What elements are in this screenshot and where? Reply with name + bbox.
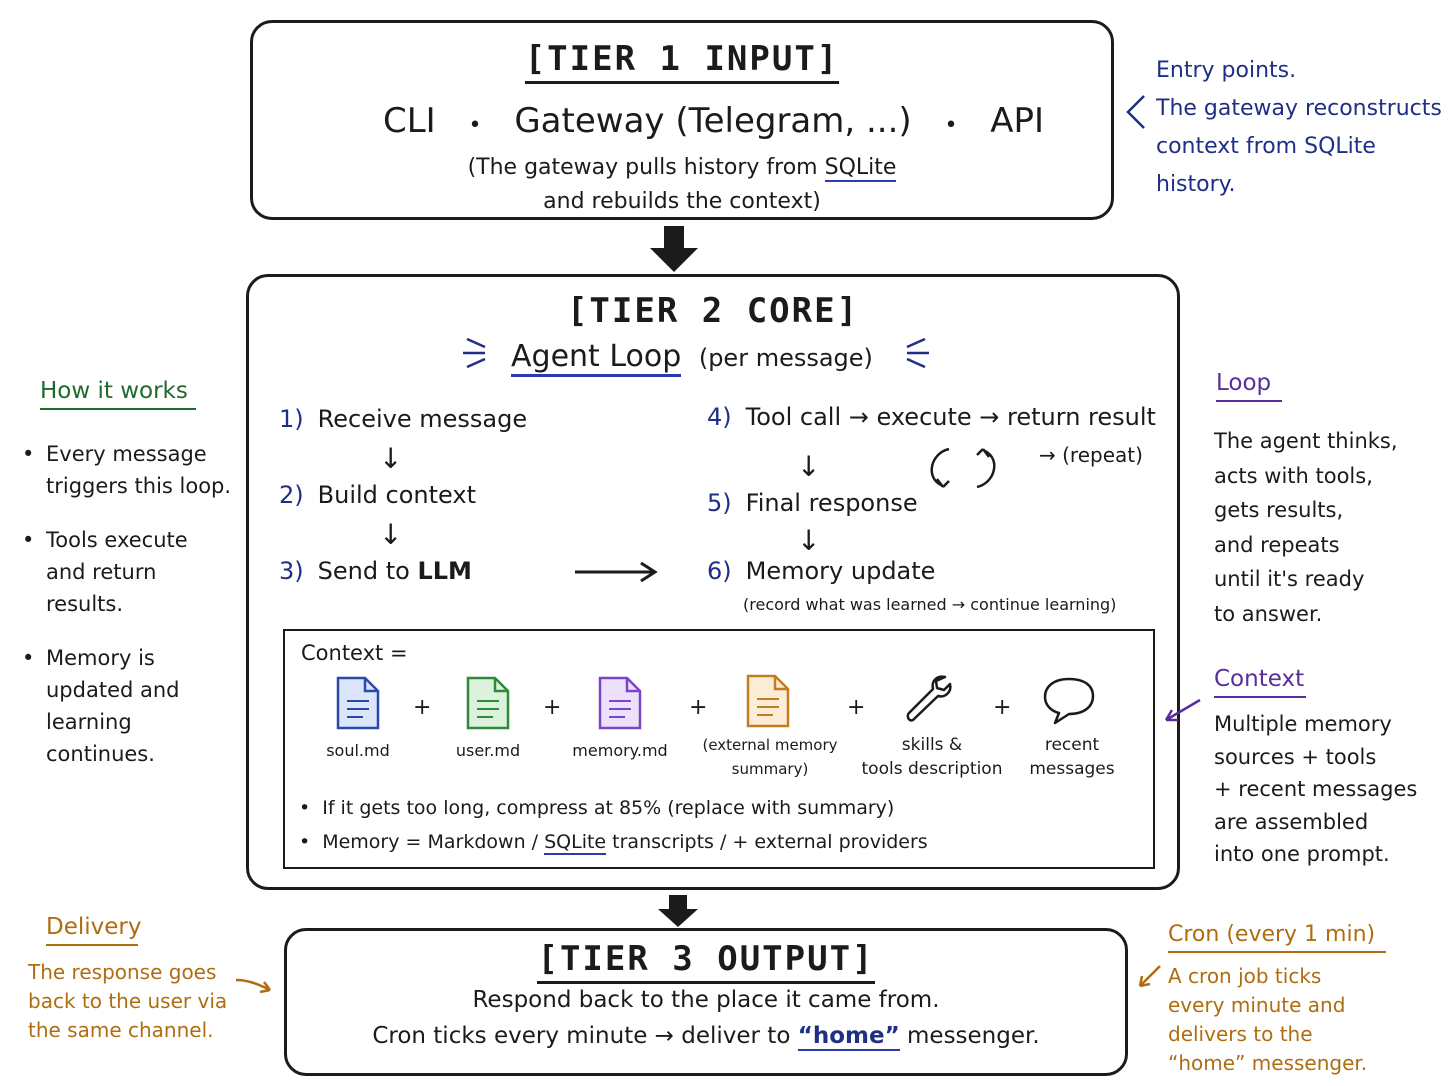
- loop-heading: Loop: [1216, 370, 1282, 402]
- context-item-soul: soul.md: [326, 741, 390, 760]
- emphasis-marks-icon: [906, 337, 929, 369]
- tier3-box: [TIER 3 OUTPUT] Respond back to the plac…: [284, 928, 1128, 1076]
- loop-note: The agent thinks, acts with tools, gets …: [1214, 429, 1398, 626]
- down-arrow-icon: ↓: [797, 524, 821, 557]
- agent-loop-heading: Agent Loop (per message): [511, 339, 873, 377]
- speech-bubble-icon: [1043, 677, 1095, 725]
- separator-dot: •: [944, 113, 958, 138]
- tier1-note: (The gateway pulls history from SQLite a…: [467, 155, 897, 214]
- how-bullet-2: Tools execute and return results.: [22, 524, 242, 620]
- tier1-title: [TIER 1 INPUT]: [253, 39, 1111, 84]
- down-arrow-icon: ↓: [797, 450, 821, 483]
- how-bullet-3: Memory is updated and learning continues…: [22, 642, 242, 770]
- down-arrow-icon: [650, 226, 698, 272]
- context-bullet-memory: •Memory = Markdown / SQLite transcripts …: [299, 831, 928, 855]
- down-arrow-icon: ↓: [379, 518, 403, 551]
- bracket-arrow-icon: [1126, 95, 1145, 129]
- plus-sign: +: [689, 695, 708, 720]
- repeat-label: → (repeat): [1039, 443, 1143, 467]
- pointer-arrow-icon: [235, 978, 271, 994]
- context-item-external-memory: (external memory summary): [702, 736, 838, 778]
- down-arrow-icon: ↓: [379, 442, 403, 475]
- home-term: “home”: [797, 1023, 900, 1051]
- how-it-works-list: Every message triggers this loop. Tools …: [22, 438, 242, 792]
- sqlite-term: SQLite: [544, 831, 607, 855]
- pointer-arrow-icon: [1164, 698, 1201, 722]
- cycle-arrows-icon: [930, 447, 996, 489]
- context-item-recent-messages: recent messages: [1029, 735, 1115, 779]
- context-label: Context =: [301, 641, 408, 665]
- file-icon: [336, 676, 380, 730]
- plus-sign: +: [993, 695, 1012, 720]
- step-4: 4)Tool call → execute → return result: [707, 403, 1156, 431]
- tier3-line1: Respond back to the place it came from.: [472, 987, 940, 1013]
- source-cli: CLI: [383, 101, 436, 141]
- source-gateway: Gateway (Telegram, ...): [514, 101, 912, 141]
- tier1-box: [TIER 1 INPUT] CLI • Gateway (Telegram, …: [250, 20, 1114, 220]
- emphasis-marks-icon: [463, 337, 486, 369]
- context-item-user: user.md: [455, 741, 521, 760]
- tier1-sources: CLI • Gateway (Telegram, ...) • API: [383, 101, 1044, 141]
- tier3-title: [TIER 3 OUTPUT]: [287, 939, 1125, 984]
- context-note: Multiple memory sources + tools + recent…: [1214, 712, 1418, 866]
- step-3: 3)Send to LLM: [279, 557, 472, 585]
- context-item-memory: memory.md: [572, 741, 668, 760]
- step-2: 2)Build context: [279, 481, 476, 509]
- tier2-title: [TIER 2 CORE]: [566, 291, 860, 331]
- wrench-icon: [906, 675, 952, 722]
- file-icon: [598, 676, 642, 730]
- plus-sign: +: [847, 695, 866, 720]
- step-1: 1)Receive message: [279, 405, 528, 433]
- right-arrow-icon: [575, 561, 658, 583]
- plus-sign: +: [413, 695, 432, 720]
- cron-note: A cron job ticks every minute and delive…: [1168, 964, 1368, 1075]
- how-it-works-heading: How it works: [40, 378, 196, 410]
- step-6: 6)Memory update: [707, 557, 936, 585]
- entry-points-note: Entry points. The gateway reconstructs c…: [1156, 58, 1442, 197]
- cron-heading: Cron (every 1 min): [1168, 922, 1386, 953]
- tier2-box: [TIER 2 CORE] Agent Loop (per message) 1…: [246, 274, 1180, 890]
- file-icon: [746, 674, 790, 728]
- file-icon: [466, 676, 510, 730]
- memory-update-subtext: (record what was learned → continue lear…: [743, 595, 1117, 614]
- down-arrow-icon: [658, 895, 698, 927]
- how-bullet-1: Every message triggers this loop.: [22, 438, 242, 502]
- sqlite-term: SQLite: [824, 155, 897, 182]
- separator-dot: •: [468, 113, 482, 138]
- source-api: API: [990, 101, 1045, 141]
- tier3-line2: Cron ticks every minute → deliver to “ho…: [372, 1023, 1040, 1051]
- context-box: Context = soul.md + user.md + memory.md …: [283, 629, 1155, 869]
- delivery-note: The response goes back to the user via t…: [28, 960, 228, 1042]
- delivery-heading: Delivery: [46, 914, 141, 946]
- plus-sign: +: [543, 695, 562, 720]
- context-bullet-compress: •If it gets too long, compress at 85% (r…: [299, 797, 895, 819]
- step-5: 5)Final response: [707, 489, 918, 517]
- pointer-arrow-icon: [1138, 965, 1161, 988]
- context-heading: Context: [1214, 666, 1306, 698]
- context-item-skills-tools: skills & tools description: [861, 735, 1003, 779]
